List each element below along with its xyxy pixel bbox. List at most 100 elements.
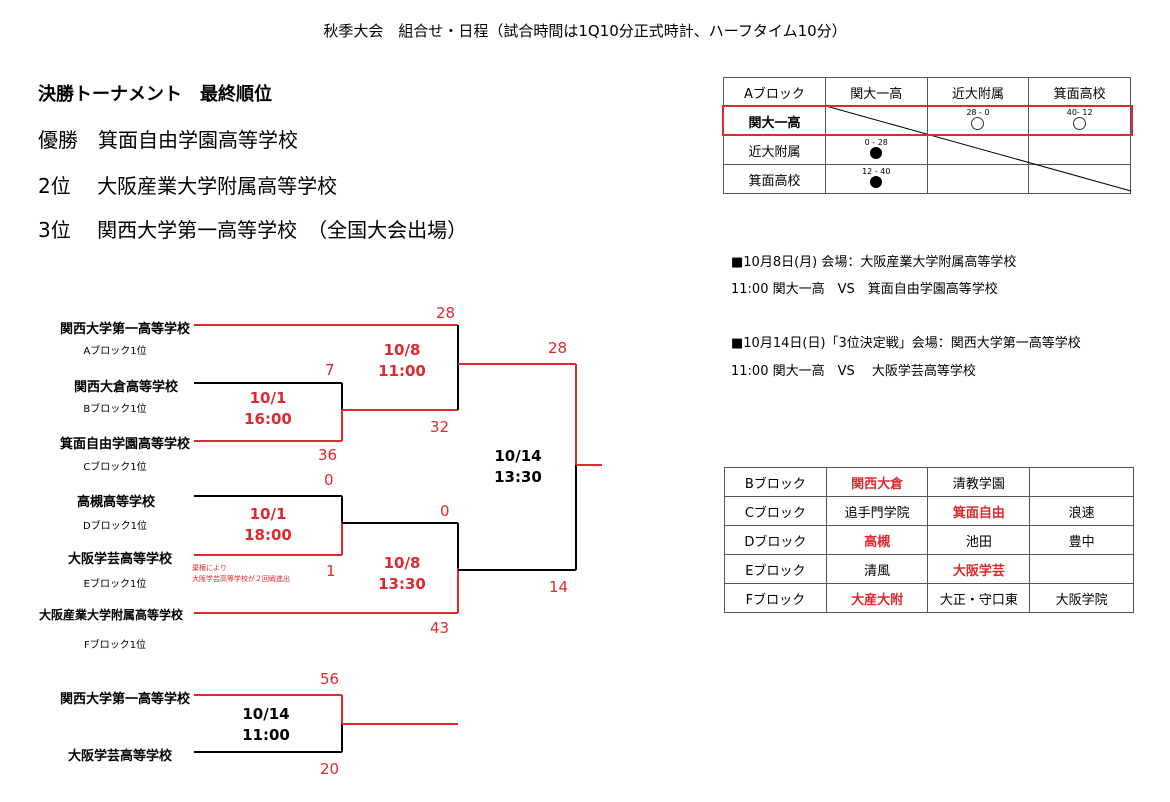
blocks-row: Cブロック 追手門学院 箕面自由 浪速 — [724, 496, 1134, 526]
third-place-score-b: 20 — [320, 760, 340, 778]
block-a-cell-empty — [1028, 135, 1131, 165]
win-circle-icon — [1073, 117, 1087, 130]
third-place-team-b: 大阪学芸高等学校 — [67, 749, 172, 764]
block-team: 高槻 — [825, 525, 929, 555]
r1-bottom-datetime: 10/1 18:00 — [228, 504, 308, 546]
block-team: 大正・守口東 — [927, 583, 1031, 613]
forfeit-note: 棄権により 大阪学芸高等学校が２回戦進出 — [192, 563, 290, 585]
bracket-team-d: 高槻高等学校 — [76, 495, 155, 510]
block-a-row-name: 関大一高 — [723, 106, 826, 136]
final-datetime: 10/14 13:30 — [478, 446, 558, 488]
third-place-team-a: 関西大学第一高等学校 — [59, 692, 190, 707]
block-team: 清風 — [825, 554, 929, 584]
block-label: Eブロック — [724, 554, 827, 584]
block-a-row-name: 箕面高校 — [723, 164, 826, 194]
third-place-score-a: 56 — [320, 670, 340, 688]
bracket-team-a-sub: Aブロック1位 — [83, 346, 147, 357]
win-circle-icon — [971, 117, 985, 130]
block-a-result-cell: 12 - 40 — [824, 164, 928, 194]
bracket-team-f-sub: Fブロック1位 — [83, 640, 147, 651]
block-label: Fブロック — [724, 583, 827, 613]
schedule-1-line2: 11:00 関大一高 VS 箕面自由学園高等学校 — [731, 282, 998, 297]
block-a-result-score: 12 - 40 — [862, 166, 891, 176]
block-team: 浪速 — [1029, 496, 1134, 526]
bracket-team-a: 関西大学第一高等学校 — [59, 322, 190, 337]
r1-top-datetime: 10/1 16:00 — [228, 388, 308, 430]
blocks-row: Eブロック 清風 大阪学芸 — [724, 554, 1134, 584]
rank-first: 優勝 箕面自由学園高等学校 — [38, 128, 298, 152]
r1-bottom-score-a: 0 — [324, 471, 334, 489]
block-label: Bブロック — [724, 467, 827, 497]
bracket-team-c-sub: Cブロック1位 — [83, 462, 147, 473]
page-title: 秋季大会 組合せ・日程（試合時間は1Q10分正式時計、ハーフタイム10分） — [323, 22, 847, 40]
semi-top-date: 10/8 — [383, 341, 421, 359]
block-team: 関西大倉 — [825, 467, 929, 497]
block-a-diagonal — [825, 105, 1132, 192]
block-team: 池田 — [927, 525, 1031, 555]
semi-top-score-b: 32 — [430, 418, 450, 436]
block-a-result-score: 28 - 0 — [966, 108, 990, 117]
block-a-grid: Aブロック 関大一高 近大附属 箕面高校 関大一高 28 - 0 40- 12 … — [723, 77, 1131, 194]
block-label: Dブロック — [724, 525, 827, 555]
block-a-cell-diagonal — [1028, 164, 1131, 194]
third-place-date: 10/14 — [242, 705, 290, 723]
bracket-team-f: 大阪産業大学附属高等学校 — [38, 608, 183, 622]
block-a-row: 箕面高校 12 - 40 — [723, 164, 1131, 194]
final-time: 13:30 — [494, 468, 542, 486]
block-a-header-col1: 関大一高 — [824, 77, 928, 107]
block-team — [1029, 554, 1134, 584]
semi-top-datetime: 10/8 11:00 — [362, 340, 442, 382]
r1-top-score-b: 36 — [318, 446, 338, 464]
semi-top-time: 11:00 — [378, 362, 426, 380]
forfeit-note-line1: 棄権により — [192, 564, 227, 572]
blocks-row: Dブロック 高槻 池田 豊中 — [724, 525, 1134, 555]
block-a-result-cell: 40- 12 — [1028, 106, 1131, 136]
block-a-table: Aブロック 関大一高 近大附属 箕面高校 関大一高 28 - 0 40- 12 … — [722, 77, 1133, 194]
bracket-team-e-sub: Eブロック1位 — [83, 579, 147, 590]
block-a-header-label: Aブロック — [723, 77, 826, 107]
r1-top-score-a: 7 — [325, 361, 335, 379]
block-team — [1029, 467, 1134, 497]
r1-bottom-date: 10/1 — [249, 505, 287, 523]
block-a-row-name: 近大附属 — [723, 135, 826, 165]
loss-circle-icon — [870, 175, 883, 188]
semi-bottom-score-a: 0 — [440, 502, 450, 520]
semi-bottom-time: 13:30 — [378, 575, 426, 593]
bracket-team-b-sub: Bブロック1位 — [83, 404, 147, 415]
ranking-heading: 決勝トーナメント 最終順位 — [38, 84, 272, 105]
blocks-table: Bブロック 関西大倉 清教学園 Cブロック 追手門学院 箕面自由 浪速 Dブロッ… — [724, 467, 1134, 613]
semi-bottom-datetime: 10/8 13:30 — [362, 553, 442, 595]
block-label: Cブロック — [724, 496, 827, 526]
bracket-team-d-sub: Dブロック1位 — [82, 521, 148, 532]
block-team: 大阪学芸 — [927, 554, 1031, 584]
loss-circle-icon — [870, 146, 883, 159]
r1-top-time: 16:00 — [244, 410, 292, 428]
blocks-row: Bブロック 関西大倉 清教学園 — [724, 467, 1134, 497]
blocks-row: Fブロック 大産大附 大正・守口東 大阪学院 — [724, 583, 1134, 613]
schedule-1-line1: ■10月8日(月) 会場：大阪産業大学附属高等学校 — [731, 255, 1017, 270]
bracket-team-e: 大阪学芸高等学校 — [67, 552, 172, 567]
block-team: 豊中 — [1029, 525, 1134, 555]
rank-third: 3位 関西大学第一高等学校 （全国大会出場） — [38, 218, 468, 242]
block-a-result-score: 0 - 28 — [864, 137, 888, 147]
block-team: 箕面自由 — [927, 496, 1031, 526]
semi-bottom-date: 10/8 — [383, 554, 421, 572]
semi-top-score-a: 28 — [436, 304, 456, 322]
block-team: 清教学園 — [927, 467, 1031, 497]
r1-top-date: 10/1 — [249, 389, 287, 407]
third-place-time: 11:00 — [242, 726, 290, 744]
final-date: 10/14 — [494, 447, 542, 465]
block-a-header-col2: 近大附属 — [926, 77, 1030, 107]
final-score-b: 14 — [549, 578, 569, 596]
block-a-row: 近大附属 0 - 28 — [723, 135, 1131, 165]
schedule-2-line1: ■10月14日(日)「3位決定戦」会場：関西大学第一高等学校 — [731, 336, 1081, 351]
r1-bottom-score-b: 1 — [326, 562, 336, 580]
forfeit-note-line2: 大阪学芸高等学校が２回戦進出 — [192, 575, 290, 583]
block-team: 追手門学院 — [825, 496, 929, 526]
schedule-2-line2: 11:00 関大一高 VS 大阪学芸高等学校 — [731, 364, 976, 379]
block-team: 大産大附 — [825, 583, 929, 613]
third-place-datetime: 10/14 11:00 — [226, 704, 306, 746]
block-a-cell-diagonal — [926, 135, 1030, 165]
block-a-highlight — [722, 105, 1133, 136]
